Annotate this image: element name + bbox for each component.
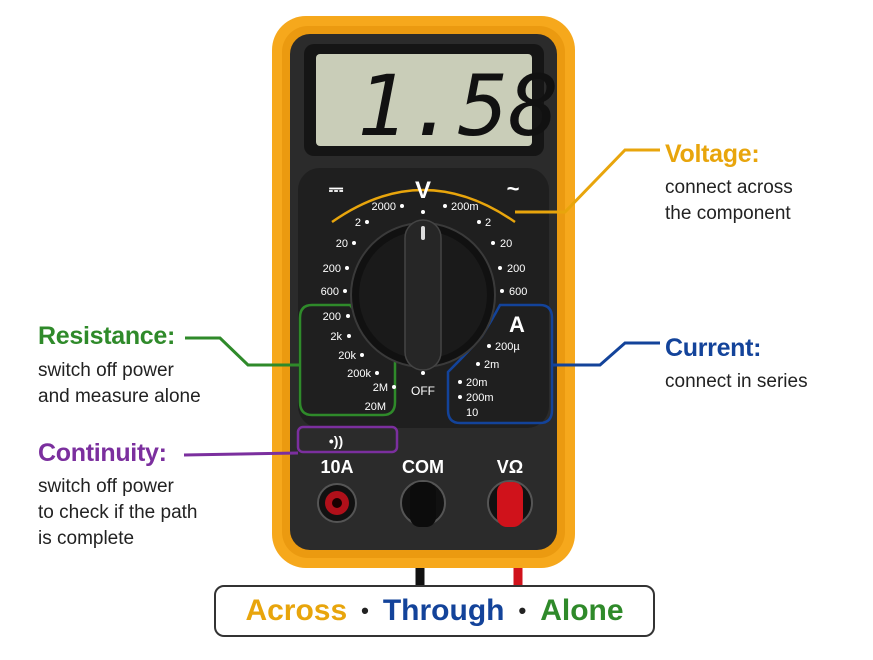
acv-range-dots (443, 204, 504, 293)
summary-alone: Alone (540, 594, 624, 627)
current-range: 200m (466, 392, 494, 404)
current-range: 200µ (495, 341, 520, 353)
summary-separator: • (361, 598, 369, 623)
dcv-range-dots (343, 204, 404, 293)
dcv-range: 200 (323, 263, 341, 275)
resistance-title: Resistance: (38, 322, 176, 350)
continuity-group-outline (296, 425, 399, 454)
current-leader-line (552, 341, 660, 367)
current-title: Current: (665, 334, 762, 362)
acv-range: 200 (507, 263, 525, 275)
dcv-range: 2 (355, 217, 361, 229)
voltage-arc (331, 188, 516, 224)
current-text: connect in series (665, 371, 808, 392)
off-dot (421, 371, 425, 375)
lcd-screen (316, 54, 532, 146)
resistance-range: 200k (347, 368, 371, 380)
voltage-symbol: V (415, 177, 431, 204)
rotary-knob[interactable] (350, 219, 496, 371)
jack-vohm-with-red-probe[interactable] (487, 480, 533, 527)
continuity-leader-line (183, 451, 299, 457)
current-range: 10 (466, 407, 478, 419)
resistance-ranges: 200 2k 20k 200k 2M 20M (323, 311, 388, 413)
dcv-range: 2000 (372, 201, 396, 213)
summary-across: Across (245, 594, 348, 627)
resistance-range-dots (346, 314, 396, 389)
continuity-text: switch off power to check if the path is… (38, 476, 198, 549)
voltage-title: Voltage: (665, 140, 760, 168)
voltage-leader-line (515, 148, 660, 214)
acv-ranges: 200m 2 20 200 600 (451, 201, 527, 298)
continuity-symbol: •)) (329, 433, 343, 449)
jack-label-com: COM (402, 457, 444, 477)
acv-range: 2 (485, 217, 491, 229)
jack-10a[interactable] (317, 483, 357, 523)
resistance-text: switch off power and measure alone (38, 360, 201, 407)
current-range-dots (458, 344, 491, 399)
dcv-range: 600 (321, 286, 339, 298)
current-range: 2m (484, 359, 499, 371)
summary-box: Across • Through • Alone (214, 585, 655, 637)
acv-range: 200m (451, 201, 479, 213)
current-ranges: 200µ 2m 20m 200m 10 (466, 341, 520, 419)
summary-separator: • (518, 598, 527, 623)
resistance-range: 2M (373, 382, 388, 394)
top-dot (421, 210, 425, 214)
continuity-title: Continuity: (38, 439, 167, 467)
jack-label-10a: 10A (320, 457, 353, 477)
resistance-leader-line (185, 336, 300, 367)
resistance-range: 2k (330, 331, 342, 343)
resistance-range: 20M (365, 401, 386, 413)
jack-label-vohm: VΩ (497, 457, 523, 477)
voltage-text: connect across the component (665, 177, 793, 224)
ac-symbol: ~ (507, 176, 520, 201)
resistance-range: 20k (338, 350, 356, 362)
dc-symbol: ⎓ (329, 179, 344, 199)
current-symbol: A (509, 312, 525, 337)
lcd-reading: 1.58 (357, 57, 559, 155)
resistance-range: 200 (323, 311, 341, 323)
summary-through: Through (382, 594, 505, 627)
current-range: 20m (466, 377, 487, 389)
dcv-ranges: 2000 2 20 200 600 (321, 201, 396, 298)
acv-range: 600 (509, 286, 527, 298)
jack-com-with-black-probe[interactable] (400, 480, 446, 527)
acv-range: 20 (500, 238, 512, 250)
dcv-range: 20 (336, 238, 348, 250)
off-label: OFF (411, 384, 435, 398)
